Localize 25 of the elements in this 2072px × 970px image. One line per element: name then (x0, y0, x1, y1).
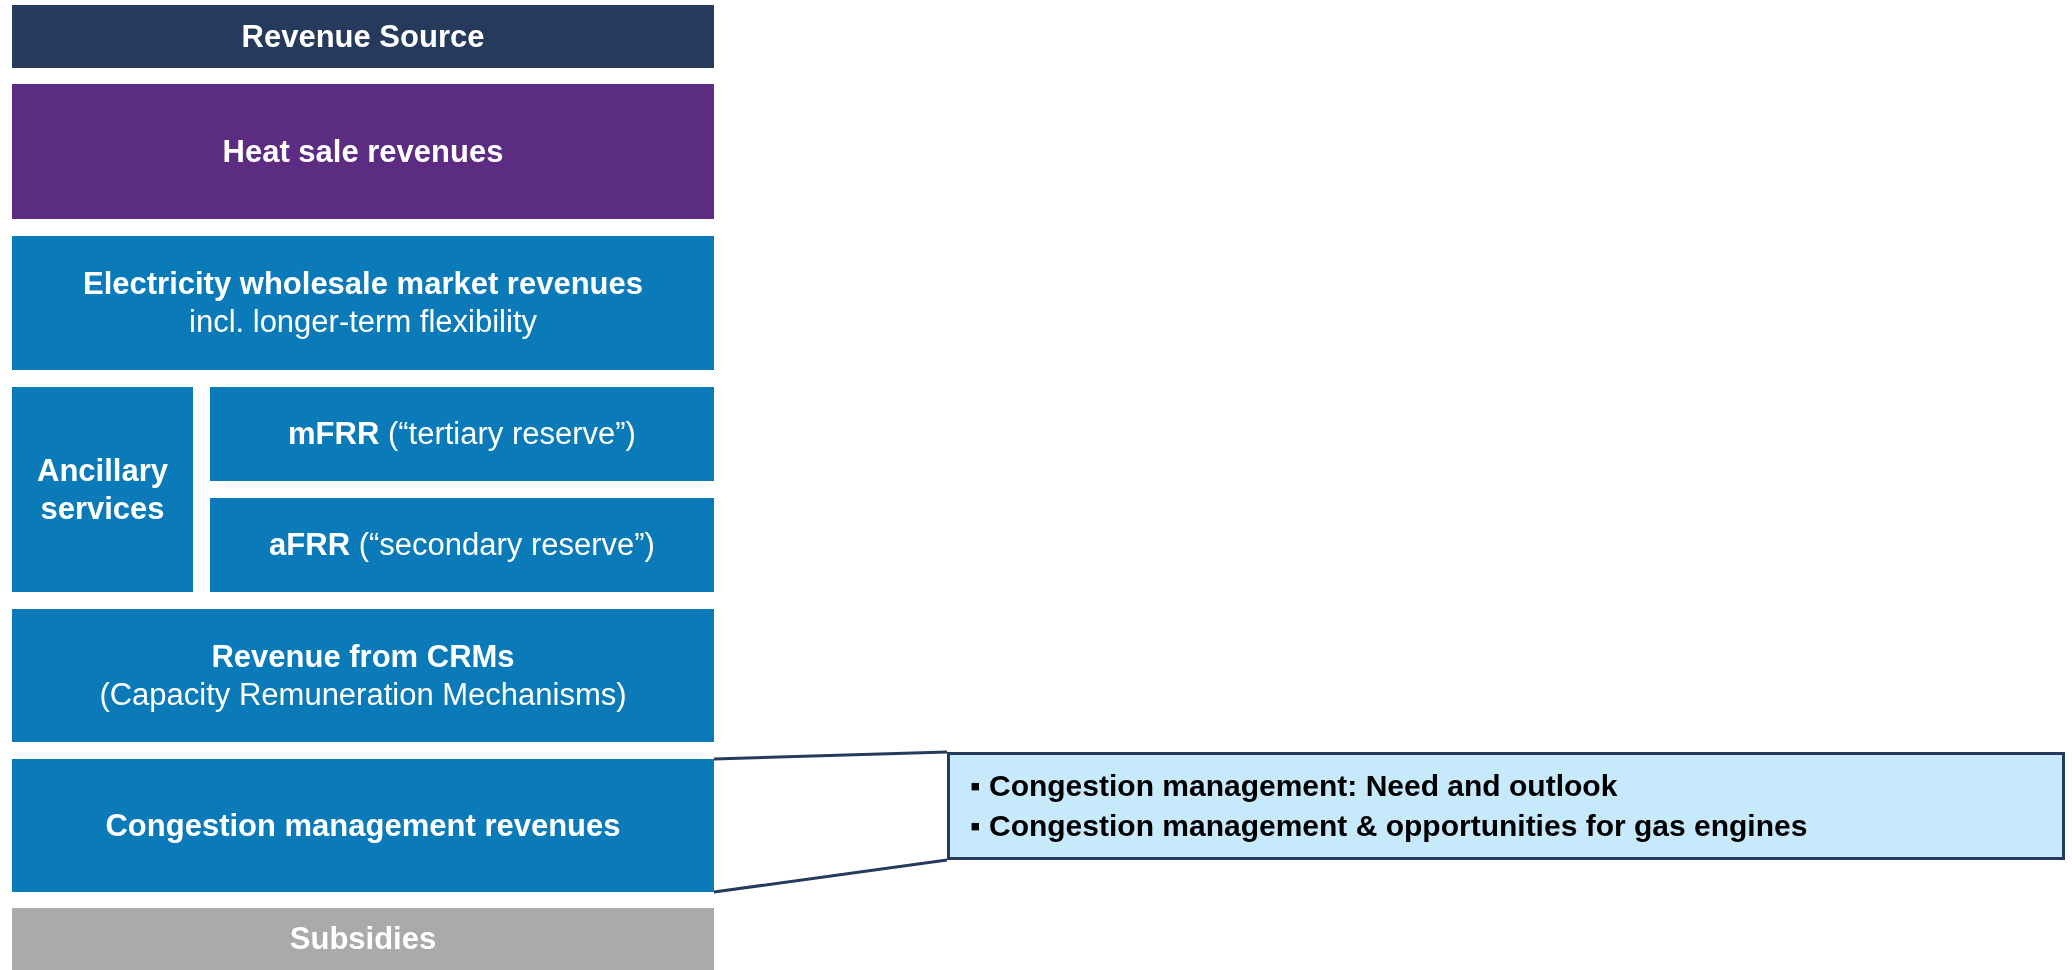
connector-line (713, 750, 948, 761)
box-title: Congestion management revenues (105, 806, 621, 845)
callout-box (947, 752, 2065, 860)
header-bar (12, 5, 714, 68)
box-subtitle: incl. longer-term flexibility (189, 303, 537, 341)
box-title: Electricity wholesale market revenues (83, 265, 643, 303)
revenue-box (210, 498, 714, 592)
box-title: Ancillary services (36, 451, 169, 528)
revenue-box (12, 908, 714, 970)
box-title: Revenue from CRMs (211, 637, 515, 676)
revenue-box (12, 759, 714, 892)
box-title: Subsidies (289, 920, 437, 958)
revenue-box (12, 609, 714, 742)
revenue-box (12, 387, 193, 592)
box-title: mFRR (“tertiary reserve”) (288, 415, 636, 453)
revenue-box (12, 236, 714, 370)
revenue-box (210, 387, 714, 481)
box-title: Revenue Source (241, 17, 485, 56)
bullet-item: ▪ Congestion management & opportunities for gas engines (970, 808, 1808, 844)
box-title: Heat sale revenues (222, 132, 504, 171)
box-title: aFRR (“secondary reserve”) (269, 526, 655, 564)
connector-line (713, 858, 948, 894)
box-subtitle: (Capacity Remuneration Mechanisms) (99, 675, 627, 714)
revenue-box (12, 84, 714, 219)
bullet-item: ▪ Congestion management: Need and outlook (970, 768, 1619, 804)
